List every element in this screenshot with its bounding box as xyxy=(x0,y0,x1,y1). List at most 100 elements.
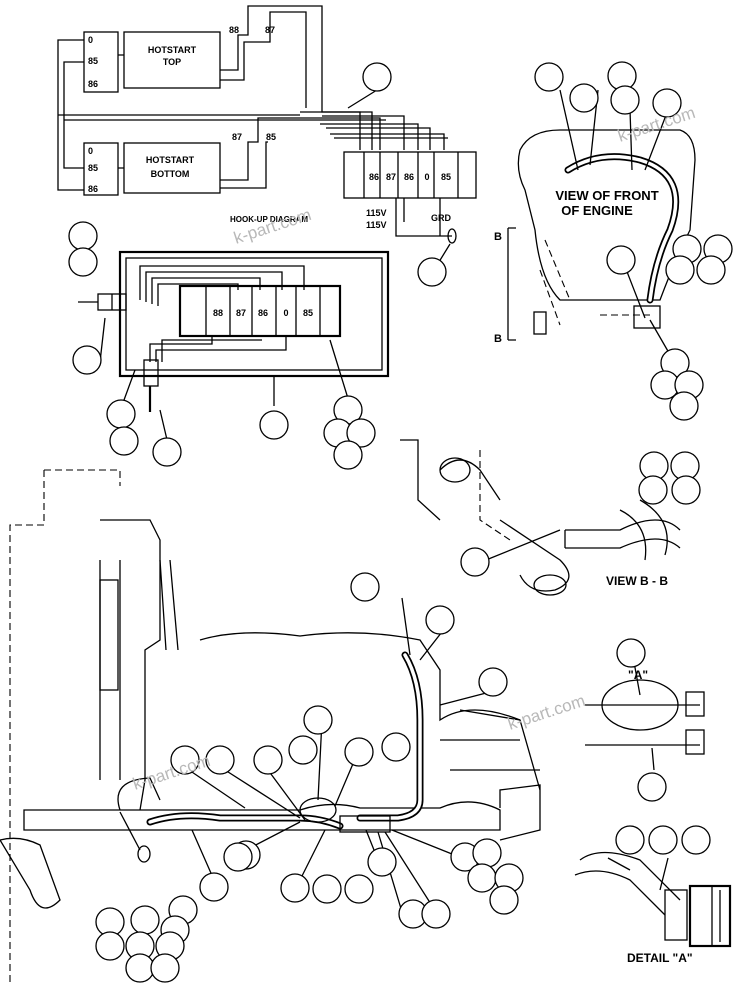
item-bubble xyxy=(460,547,490,577)
heater-top-terminal-0: 0 xyxy=(88,35,93,45)
item-bubble xyxy=(68,247,98,277)
relay-terminal-1: 86 xyxy=(369,172,379,182)
item-bubble xyxy=(350,572,380,602)
item-bubble xyxy=(425,605,455,635)
item-bubble xyxy=(68,221,98,251)
item-bubble xyxy=(637,772,667,802)
item-bubble xyxy=(312,874,342,904)
box-terminal-87: 87 xyxy=(236,308,246,318)
item-bubbles xyxy=(68,61,733,983)
item-bubble xyxy=(648,825,678,855)
section-marker-top: B xyxy=(494,231,502,243)
item-bubble xyxy=(610,85,640,115)
heater-bottom-terminal-85: 85 xyxy=(88,163,98,173)
item-bubble xyxy=(472,838,502,868)
hookup-relay-strip xyxy=(343,151,477,199)
bottom-wire-label-87: 87 xyxy=(232,132,242,142)
item-bubble xyxy=(381,732,411,762)
item-bubble xyxy=(421,899,451,929)
item-bubble xyxy=(333,440,363,470)
item-bubble xyxy=(288,735,318,765)
item-bubble xyxy=(95,931,125,961)
hookup-diagram-caption: HOOK-UP DIAGRAM xyxy=(230,215,308,224)
heater-top-label-2: TOP xyxy=(163,57,181,67)
section-marker-bottom: B xyxy=(494,333,502,345)
heater-bottom-terminal-0: 0 xyxy=(88,146,93,156)
item-bubble xyxy=(669,391,699,421)
heater-top-body xyxy=(123,31,221,89)
item-bubble xyxy=(671,475,701,505)
item-bubble xyxy=(205,745,235,775)
detail-a-title: DETAIL "A" xyxy=(627,951,693,965)
heater-bottom-label-2: BOTTOM xyxy=(151,169,190,179)
item-bubble xyxy=(106,399,136,429)
view-bb-title: VIEW B - B xyxy=(606,574,668,588)
item-bubble xyxy=(638,475,668,505)
heater-top-terminal-86: 86 xyxy=(88,79,98,89)
relay-terminal-2: 87 xyxy=(386,172,396,182)
relay-terminal-3: 86 xyxy=(404,172,414,182)
item-bubble xyxy=(489,885,519,915)
item-bubble xyxy=(223,842,253,872)
box-terminal-88: 88 xyxy=(213,308,223,318)
box-terminal-85: 85 xyxy=(303,308,313,318)
engine-side-view xyxy=(0,469,541,990)
item-bubble xyxy=(696,255,726,285)
relay-terminal-5: 85 xyxy=(441,172,451,182)
item-bubble xyxy=(303,705,333,735)
heater-bottom-body xyxy=(123,142,221,194)
item-bubble xyxy=(362,62,392,92)
item-bubble xyxy=(280,873,310,903)
item-bubble xyxy=(253,745,283,775)
detail-a-callout: "A" xyxy=(585,668,705,755)
top-wire-label-88: 88 xyxy=(229,25,239,35)
top-wire-label-87: 87 xyxy=(265,25,275,35)
watermark-1: k-part.com xyxy=(231,205,313,248)
relay-terminal-4: 0 xyxy=(424,172,429,182)
box-terminal-0: 0 xyxy=(283,308,288,318)
item-bubble xyxy=(467,863,497,893)
item-bubble xyxy=(534,62,564,92)
item-bubble xyxy=(346,418,376,448)
detail-a: DETAIL "A" xyxy=(574,851,732,965)
hookup-diagram: HOTSTART TOP 0 85 86 HOTSTART BOTTOM 0 8… xyxy=(57,5,477,244)
heater-bottom-label-1: HOTSTART xyxy=(146,155,195,165)
view-bb: VIEW B - B xyxy=(400,439,681,596)
item-bubble xyxy=(130,905,160,935)
item-bubble xyxy=(606,245,636,275)
heater-top-terminal-85: 85 xyxy=(88,56,98,66)
item-bubble xyxy=(652,88,682,118)
front-view-engine: VIEW OF FRONT OF ENGINE B B xyxy=(494,129,696,345)
voltage-label-1: 115V xyxy=(366,208,387,218)
voltage-label-2: 115V xyxy=(366,220,387,230)
item-bubble xyxy=(125,953,155,983)
item-bubble xyxy=(152,437,182,467)
heater-bottom-terminal-block xyxy=(83,142,119,196)
item-bubble xyxy=(681,825,711,855)
item-bubble xyxy=(569,83,599,113)
item-bubble xyxy=(109,426,139,456)
item-bubble xyxy=(478,667,508,697)
item-bubble xyxy=(615,825,645,855)
item-bubble xyxy=(616,638,646,668)
heater-top-label-1: HOTSTART xyxy=(148,45,197,55)
bottom-wire-label-85: 85 xyxy=(266,132,276,142)
item-bubble xyxy=(344,737,374,767)
front-view-title-1: VIEW OF FRONT xyxy=(555,188,658,203)
front-view-title-2: OF ENGINE xyxy=(561,203,633,218)
heater-bottom-terminal-86: 86 xyxy=(88,184,98,194)
control-box: 88 87 86 0 85 xyxy=(78,250,390,412)
item-bubble xyxy=(259,410,289,440)
item-bubble xyxy=(367,847,397,877)
item-bubble xyxy=(199,872,229,902)
item-bubble xyxy=(344,874,374,904)
item-bubble xyxy=(170,745,200,775)
detail-a-callout-label: "A" xyxy=(628,668,648,682)
box-terminal-86: 86 xyxy=(258,308,268,318)
item-bubble xyxy=(665,255,695,285)
item-bubble xyxy=(150,953,180,983)
item-bubble xyxy=(417,257,447,287)
item-bubble xyxy=(72,345,102,375)
